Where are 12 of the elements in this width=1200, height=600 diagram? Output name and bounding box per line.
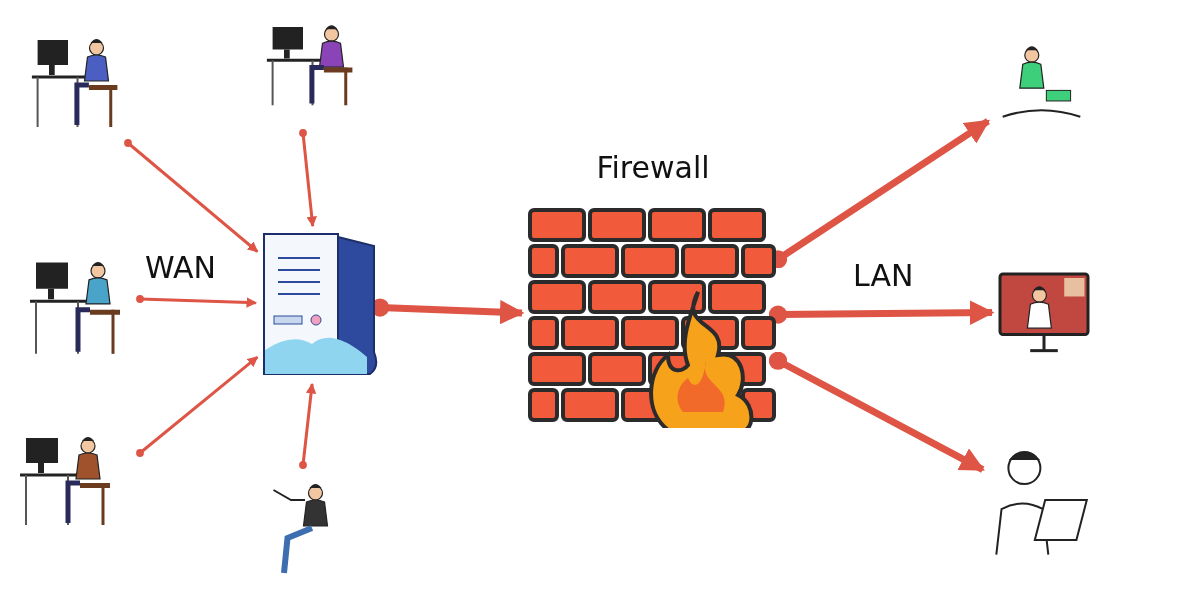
video-call-monitor-drawing xyxy=(998,270,1090,354)
arrow xyxy=(299,129,317,228)
arrow xyxy=(136,355,259,457)
network-label: WAN xyxy=(145,250,216,285)
thick-arrow xyxy=(768,300,995,325)
arrow xyxy=(136,295,258,308)
network-label: LAN xyxy=(853,258,914,293)
node-title: Firewall xyxy=(595,150,711,185)
thick-arrow xyxy=(768,351,985,473)
server-tower-drawing xyxy=(262,232,380,378)
arrow xyxy=(299,382,317,469)
arrow xyxy=(124,139,259,253)
